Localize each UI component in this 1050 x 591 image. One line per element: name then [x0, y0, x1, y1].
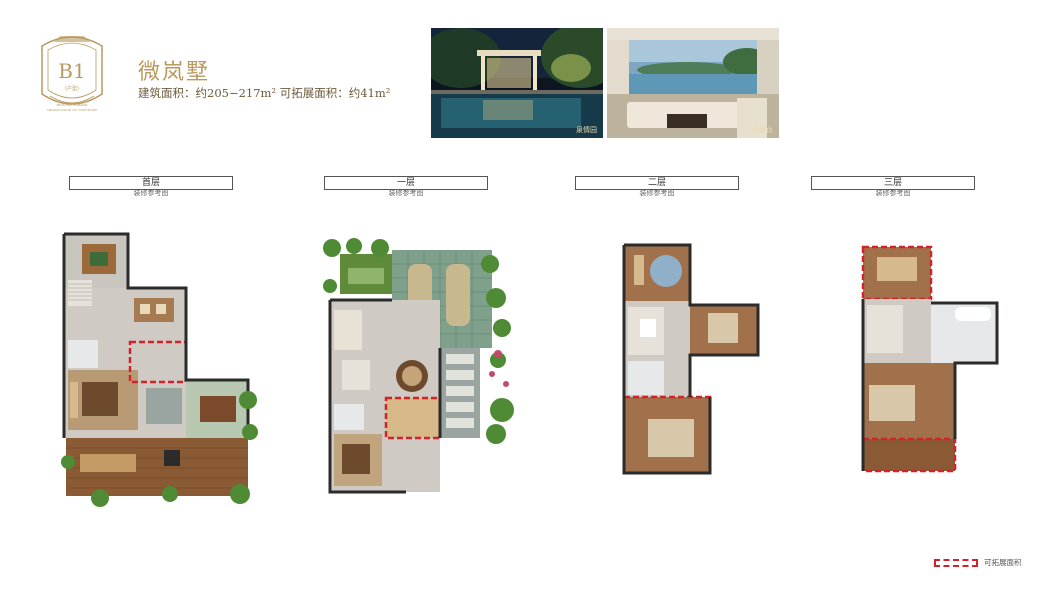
floor-label-third: 三层 — [811, 176, 975, 190]
brand-logo: B1 (户型) PRIVILEGE DOMAINS ARRANGE WILLOW… — [34, 30, 110, 116]
floor-sub: 装修参考图 — [639, 189, 675, 197]
floor-sub: 装修参考图 — [133, 189, 169, 197]
floor-sub: 装修参考图 — [388, 189, 424, 197]
floor-name: 三层 — [880, 178, 905, 188]
floor-name: 二层 — [644, 178, 669, 188]
floor-plan-first — [320, 234, 520, 502]
legend-label: 可拓展面积 — [984, 558, 1022, 567]
logo-tagline-1: PRIVILEGE DOMAINS — [57, 103, 88, 107]
area-info: 建筑面积：约205−217m² 可拓展面积：约41m² — [138, 86, 391, 100]
logo-tagline-2: ARRANGE WILLOW CITY COUNTRYSIDE — [47, 108, 97, 112]
logo-sub: (户型) — [65, 85, 79, 92]
logo-code: B1 — [58, 59, 85, 83]
floor-name: 一层 — [393, 178, 418, 188]
page-title: 微岚墅 — [138, 60, 211, 85]
floor-name: 首层 — [138, 178, 163, 188]
floor-label-ground: 首层 — [69, 176, 233, 190]
floor-plan-second — [622, 243, 762, 479]
legend-expandable: 可拓展面积 — [934, 557, 1022, 568]
legend-swatch — [934, 558, 978, 567]
floor-label-second: 二层 — [575, 176, 739, 190]
floor-plan-ground — [60, 232, 260, 514]
floor-plan-third — [859, 243, 1001, 479]
floor-label-first: 一层 — [324, 176, 488, 190]
photo-caption: 观景台 — [752, 126, 773, 134]
floor-sub: 装修参考图 — [875, 189, 911, 197]
photo-pool-pavilion: 泉情园 — [431, 28, 603, 138]
photo-caption: 泉情园 — [576, 126, 597, 134]
photo-living-view: 观景台 — [607, 28, 779, 138]
